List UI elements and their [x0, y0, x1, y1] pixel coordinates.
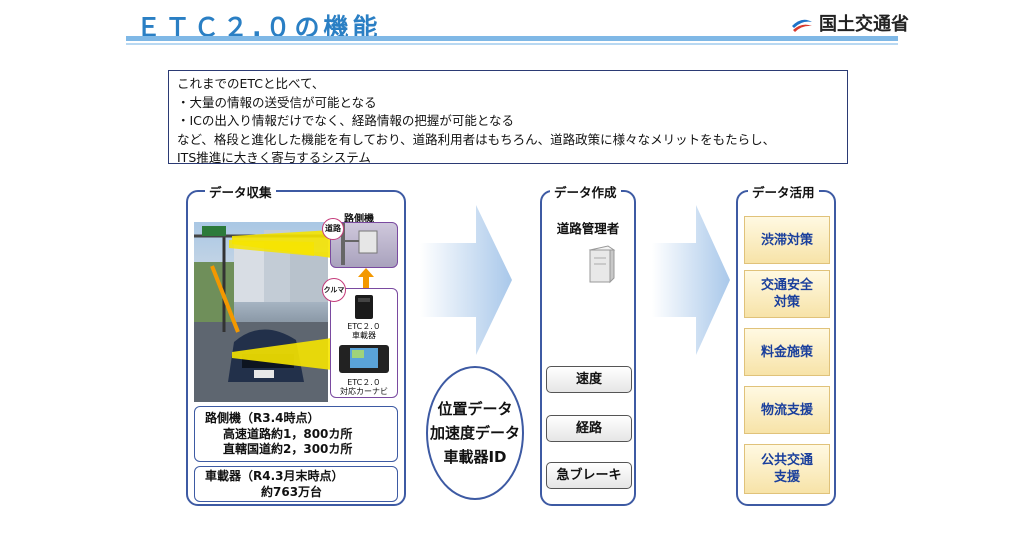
onboard-stats-count: 約763万台 [261, 484, 323, 499]
tag-road: 道路 [322, 218, 344, 240]
flow-arrow-1 [420, 205, 512, 355]
usage-item-text: 物流支援 [760, 402, 813, 418]
device2-type: 対応カーナビ [340, 387, 388, 396]
flow-arrow-2 [652, 205, 730, 355]
intro-line: ・大量の情報の送受信が可能となる [177, 94, 377, 110]
ministry-emblem-icon [792, 19, 812, 32]
device1-label: ETC２.０ 車載器 [334, 322, 394, 340]
tag-car: クルマ [322, 278, 346, 302]
creation-title: データ作成 [550, 182, 621, 201]
server-icon [588, 245, 616, 284]
intro-box: これまでのETCと比べて、 ・大量の情報の送受信が可能となる ・ICの出入り情報… [168, 70, 848, 165]
usage-item-logistics: 物流支援 [744, 386, 830, 434]
roadside-label: 路側機 [344, 210, 374, 225]
device1-name: ETC２.０ [347, 322, 381, 331]
usage-item-text: 対策 [773, 295, 800, 310]
header-rule-thin [126, 43, 898, 45]
roadside-stats-expressway: 高速道路約1，800カ所 [223, 426, 353, 441]
onboard-stats-heading: 車載器（R4.3月末時点） [205, 469, 344, 483]
device1-type: 車載器 [352, 331, 376, 340]
intro-line: ITS推進に大きく寄与するシステム [177, 150, 371, 166]
usage-item-public-transport: 公共交通 支援 [744, 444, 830, 494]
usage-item-text: 料金施策 [760, 344, 813, 360]
road-manager-label: 道路管理者 [556, 221, 620, 236]
onboard-stats-box: 車載器（R4.3月末時点） 約763万台 [194, 466, 398, 502]
roadside-stats-box: 路側機（R3.4時点） 高速道路約1，800カ所 直轄国道約2，300カ所 [194, 406, 398, 462]
collection-title: データ収集 [205, 182, 276, 201]
car-navigation-icon [339, 345, 389, 373]
ministry-name: 国土交通省 [819, 14, 909, 35]
intro-line: など、格段と進化した機能を有しており、道路利用者はもちろん、道路政策に様々なメリ… [177, 131, 776, 147]
usage-item-congestion: 渋滞対策 [744, 216, 830, 264]
usage-item-text: 支援 [773, 470, 800, 485]
transmitted-item: 車載器ID [443, 448, 507, 466]
device2-name: ETC２.０ [347, 378, 381, 387]
transmitted-data-ellipse: 位置データ 加速度データ 車載器ID [426, 366, 524, 500]
usage-item-toll-policy: 料金施策 [744, 328, 830, 376]
data-item-hard-brake: 急ブレーキ [546, 462, 632, 489]
intro-line: これまでのETCと比べて、 [177, 76, 325, 91]
usage-item-text: 交通安全 [760, 278, 813, 293]
data-item-route: 経路 [546, 415, 632, 442]
roadside-stats-heading: 路側機（R3.4時点） [205, 411, 320, 425]
onboard-unit-icon [355, 295, 373, 319]
data-item-speed: 速度 [546, 366, 632, 393]
transmitted-item: 位置データ [437, 400, 513, 418]
usage-title: データ活用 [748, 182, 819, 201]
tag-road-text: 道路 [325, 224, 341, 233]
ministry-logo: 国土交通省 [790, 10, 909, 36]
header-rule [126, 36, 898, 41]
creation-panel [540, 190, 636, 506]
device2-label: ETC２.０ 対応カーナビ [334, 378, 394, 396]
usage-item-text: 公共交通 [760, 453, 813, 468]
usage-item-text: 渋滞対策 [760, 232, 813, 248]
transmitted-item: 加速度データ [429, 424, 520, 442]
intro-line: ・ICの出入り情報だけでなく、経路情報の把握が可能となる [177, 113, 515, 129]
roadside-device-box [330, 222, 398, 268]
roadside-unit-icon [341, 223, 378, 265]
tag-car-text: クルマ [323, 286, 345, 294]
usage-item-traffic-safety: 交通安全 対策 [744, 270, 830, 318]
signal-beam [232, 230, 332, 370]
up-arrow-icon [358, 268, 374, 288]
roadside-stats-national: 直轄国道約2，300カ所 [223, 442, 353, 456]
